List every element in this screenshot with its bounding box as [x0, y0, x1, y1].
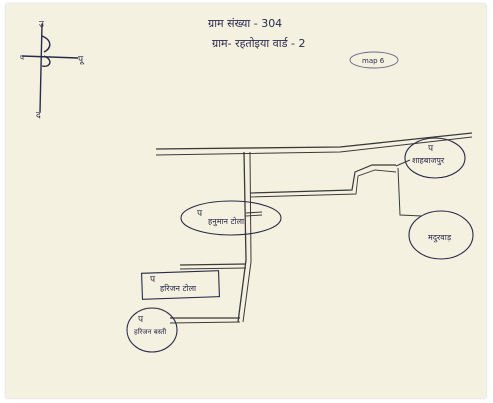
place-harijan-basti-marker: प — [138, 315, 144, 325]
compass-ns-line — [39, 23, 43, 113]
vertical-road — [237, 151, 252, 323]
compass-west-label: प — [20, 54, 25, 62]
place-hanuman-tola: प हनुमान टोला — [180, 200, 282, 236]
compass-rose — [21, 23, 79, 113]
paper-sheet — [6, 4, 486, 398]
place-harijan-basti: प हरिजन बस्ती — [126, 307, 178, 353]
main-road — [155, 132, 473, 156]
compass-south-label: द — [36, 111, 41, 121]
place-harijan-tola: प हरिजन टोला — [141, 270, 220, 300]
compass-center-mark — [41, 55, 51, 68]
east-branch-road — [249, 159, 423, 217]
header-village-number: ग्राम संख्या - 304 — [208, 17, 282, 30]
place-hanuman-marker: प — [197, 209, 203, 219]
map-tag-label: map 6 — [362, 57, 385, 65]
place-shahbazpur: प शाहबाजपुर — [404, 137, 466, 179]
compass-east-label: पू — [78, 55, 85, 65]
place-harijan-tola-label: हरिजन टोला — [160, 283, 197, 293]
place-hanuman-label: हनुमान टोला — [208, 216, 245, 227]
harijan-basti-branch-road — [169, 317, 241, 324]
place-shahbazpur-label: शाहबाजपुर — [412, 156, 445, 166]
compass-north-label: उ — [39, 20, 45, 30]
hanuman-branch-road — [245, 211, 263, 217]
place-harijan-basti-label: हरिजन बस्ती — [134, 327, 166, 336]
compass-ew-line — [21, 55, 79, 59]
place-harijan-tola-marker: प — [150, 275, 156, 285]
place-maduwad-label: मदुरवाड़ — [428, 233, 452, 243]
compass-north-mark — [41, 35, 51, 53]
header-village-name: ग्राम- रहतोइया वार्ड - 2 — [212, 37, 306, 50]
harijan-tola-branch-road — [179, 263, 247, 270]
place-maduwad: मदुरवाड़ — [408, 210, 474, 260]
place-shahbazpur-marker: प — [428, 144, 434, 154]
map-tag-oval — [349, 51, 399, 69]
